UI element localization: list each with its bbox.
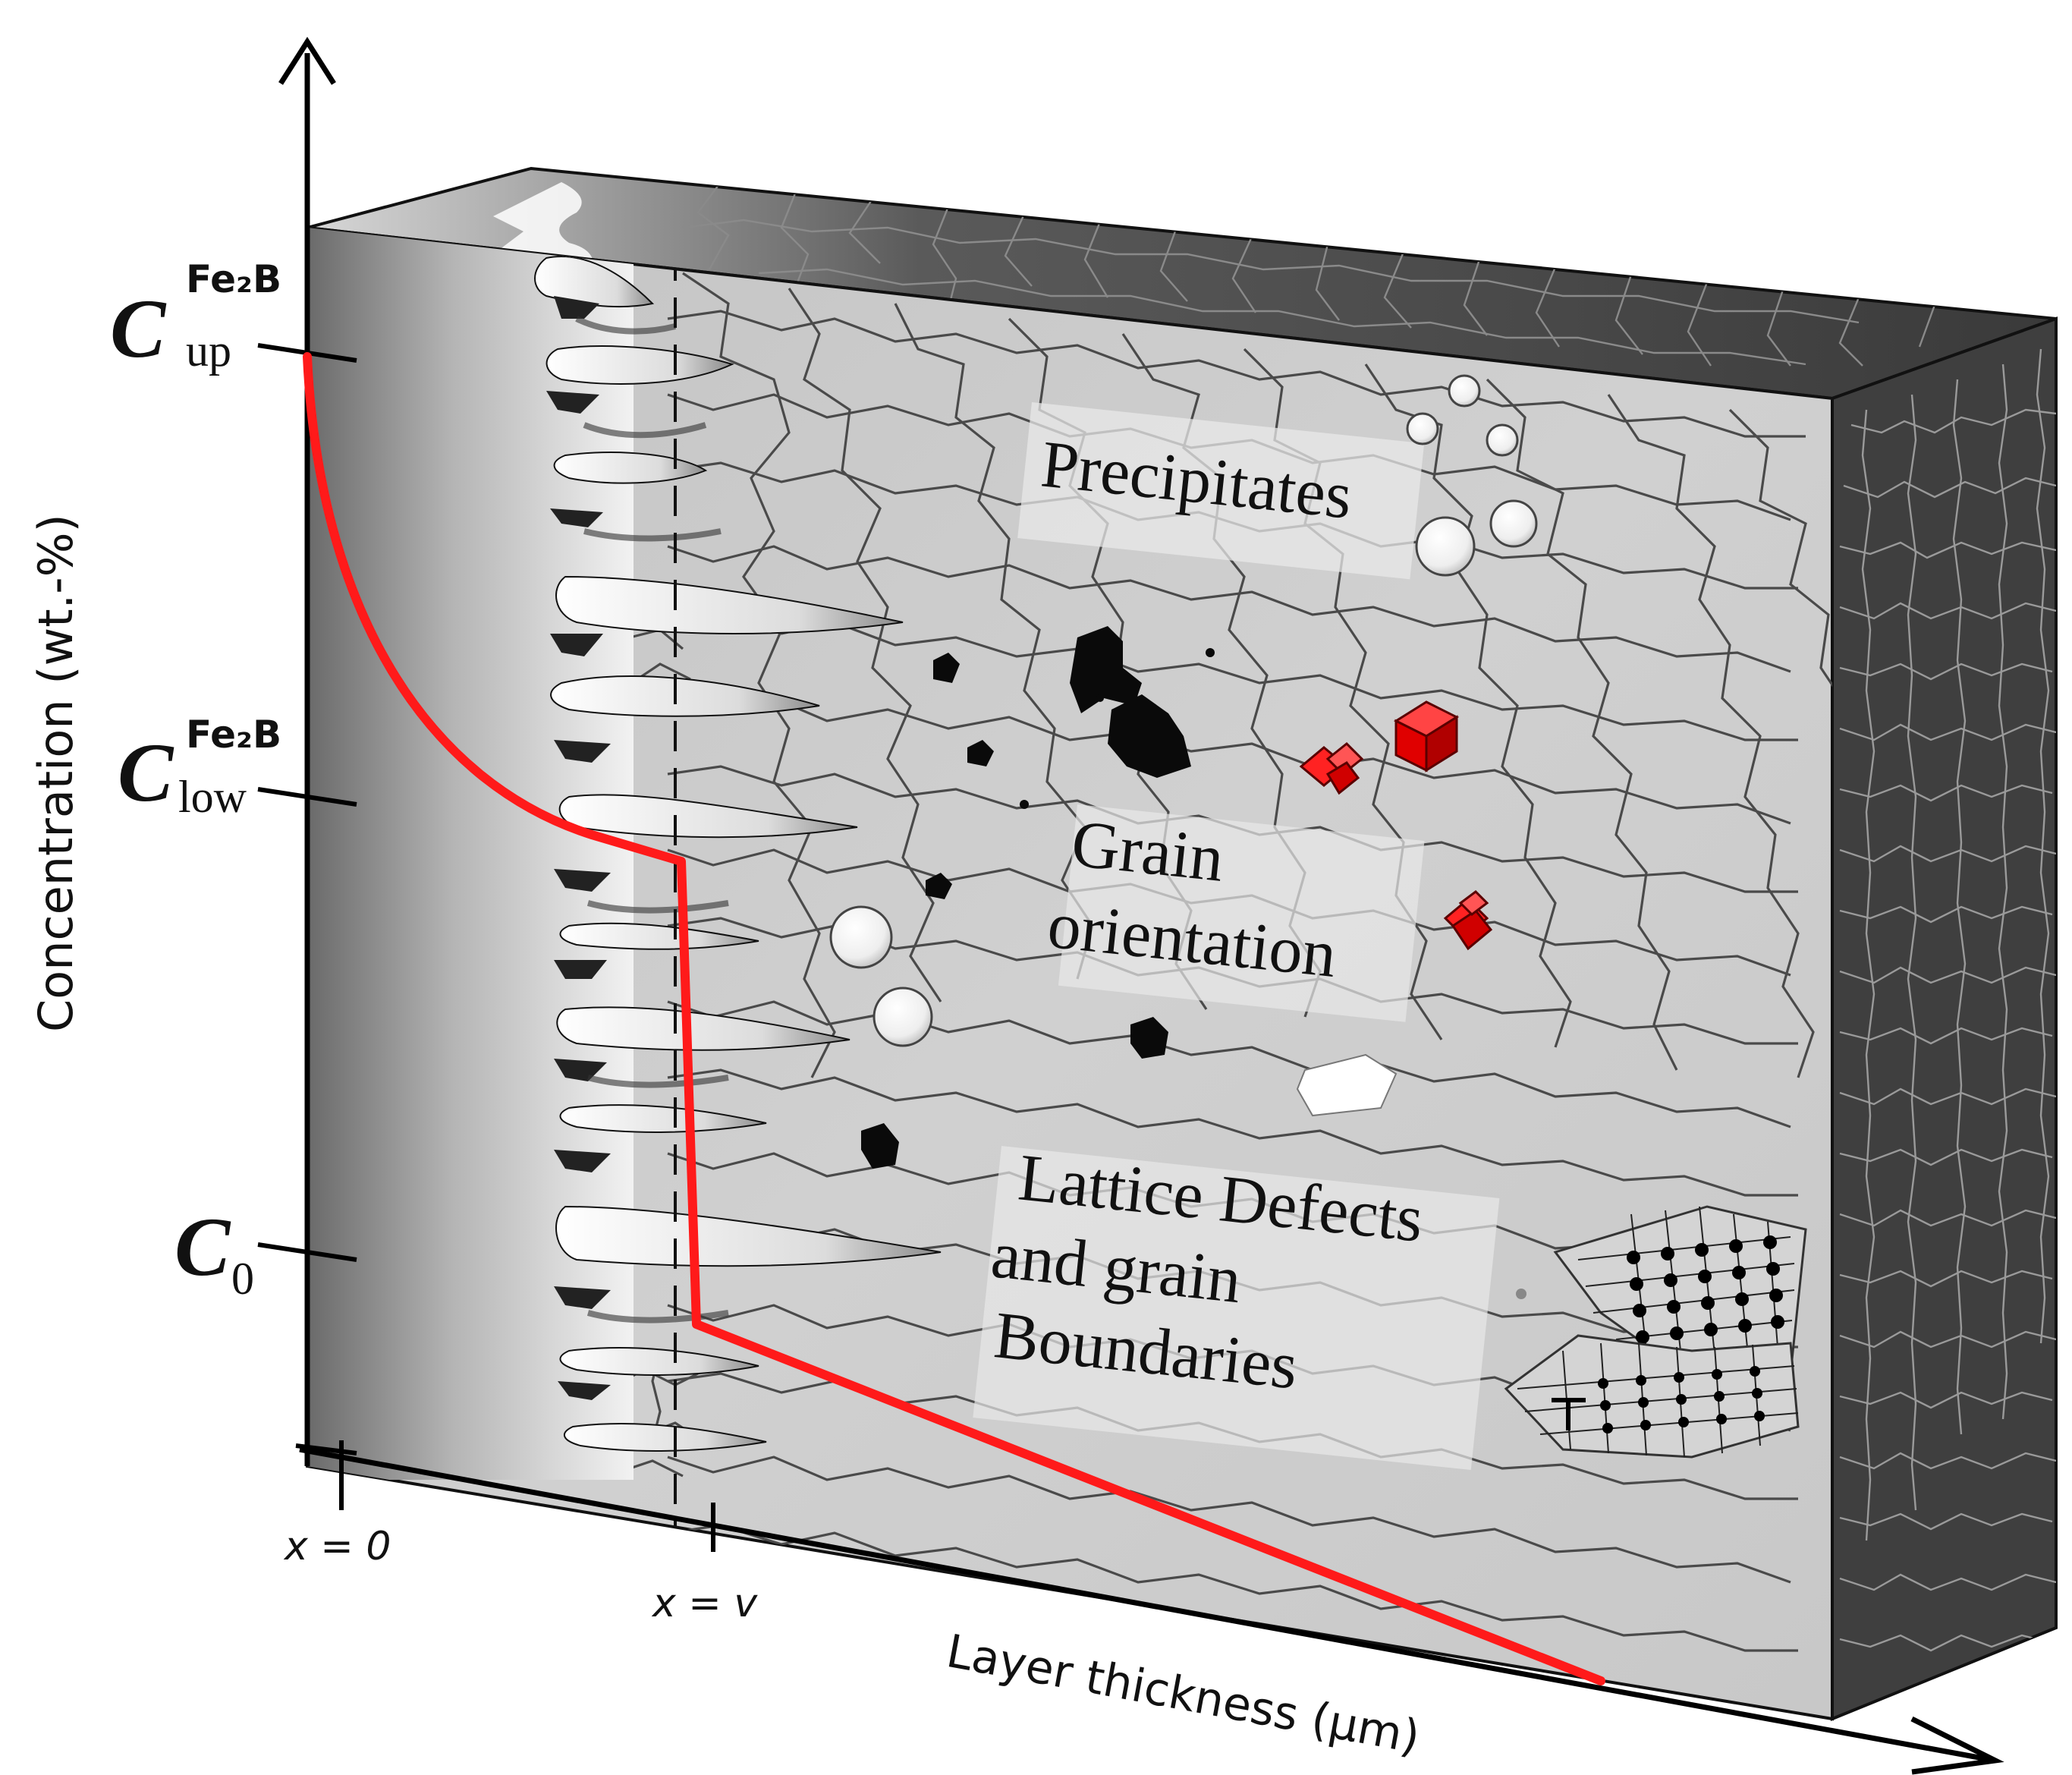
x-tick-xv: x = v bbox=[651, 1581, 758, 1626]
svg-text:C: C bbox=[118, 726, 175, 819]
c-0-label: C 0 bbox=[175, 1201, 254, 1304]
svg-text:Fe₂B: Fe₂B bbox=[186, 257, 281, 301]
svg-text:Fe₂B: Fe₂B bbox=[186, 713, 281, 757]
x-axis-title: Layer thickness (μm) bbox=[942, 1625, 1423, 1764]
svg-text:0: 0 bbox=[231, 1254, 254, 1304]
svg-text:low: low bbox=[178, 772, 247, 822]
block-side-face bbox=[1831, 316, 2058, 1721]
lattice-grid-icon bbox=[1504, 1205, 1807, 1459]
precipitate-sphere-icon bbox=[829, 374, 1538, 1117]
defect-cluster-icon bbox=[861, 626, 1215, 1169]
fe2b-sawtooth-needles bbox=[534, 256, 942, 1452]
dislocation-symbol-icon bbox=[1552, 1398, 1586, 1430]
c-low-label: C low Fe₂B bbox=[118, 713, 281, 822]
x-tick-x0: x = 0 bbox=[283, 1524, 391, 1569]
side-face-grain-texture bbox=[1839, 348, 2056, 1652]
y-axis bbox=[278, 36, 336, 1466]
oriented-grain-cube-icon bbox=[1299, 700, 1493, 951]
svg-text:up: up bbox=[186, 326, 231, 376]
y-axis-title: Concentration (wt.-%) bbox=[28, 514, 83, 1032]
boride-layer-gradient-strip bbox=[307, 228, 634, 1480]
concentration-profile-curve bbox=[303, 352, 1605, 1685]
block-front-face bbox=[306, 225, 1834, 1721]
c-up-label: C up Fe₂B bbox=[110, 257, 281, 376]
svg-text:C: C bbox=[110, 282, 167, 375]
svg-text:C: C bbox=[175, 1201, 231, 1293]
x-axis bbox=[299, 1446, 2004, 1775]
svg-text:Grain: Grain bbox=[1068, 807, 1227, 895]
lattice-defects-label: Lattice Defects and grain Boundaries bbox=[988, 1141, 1426, 1403]
